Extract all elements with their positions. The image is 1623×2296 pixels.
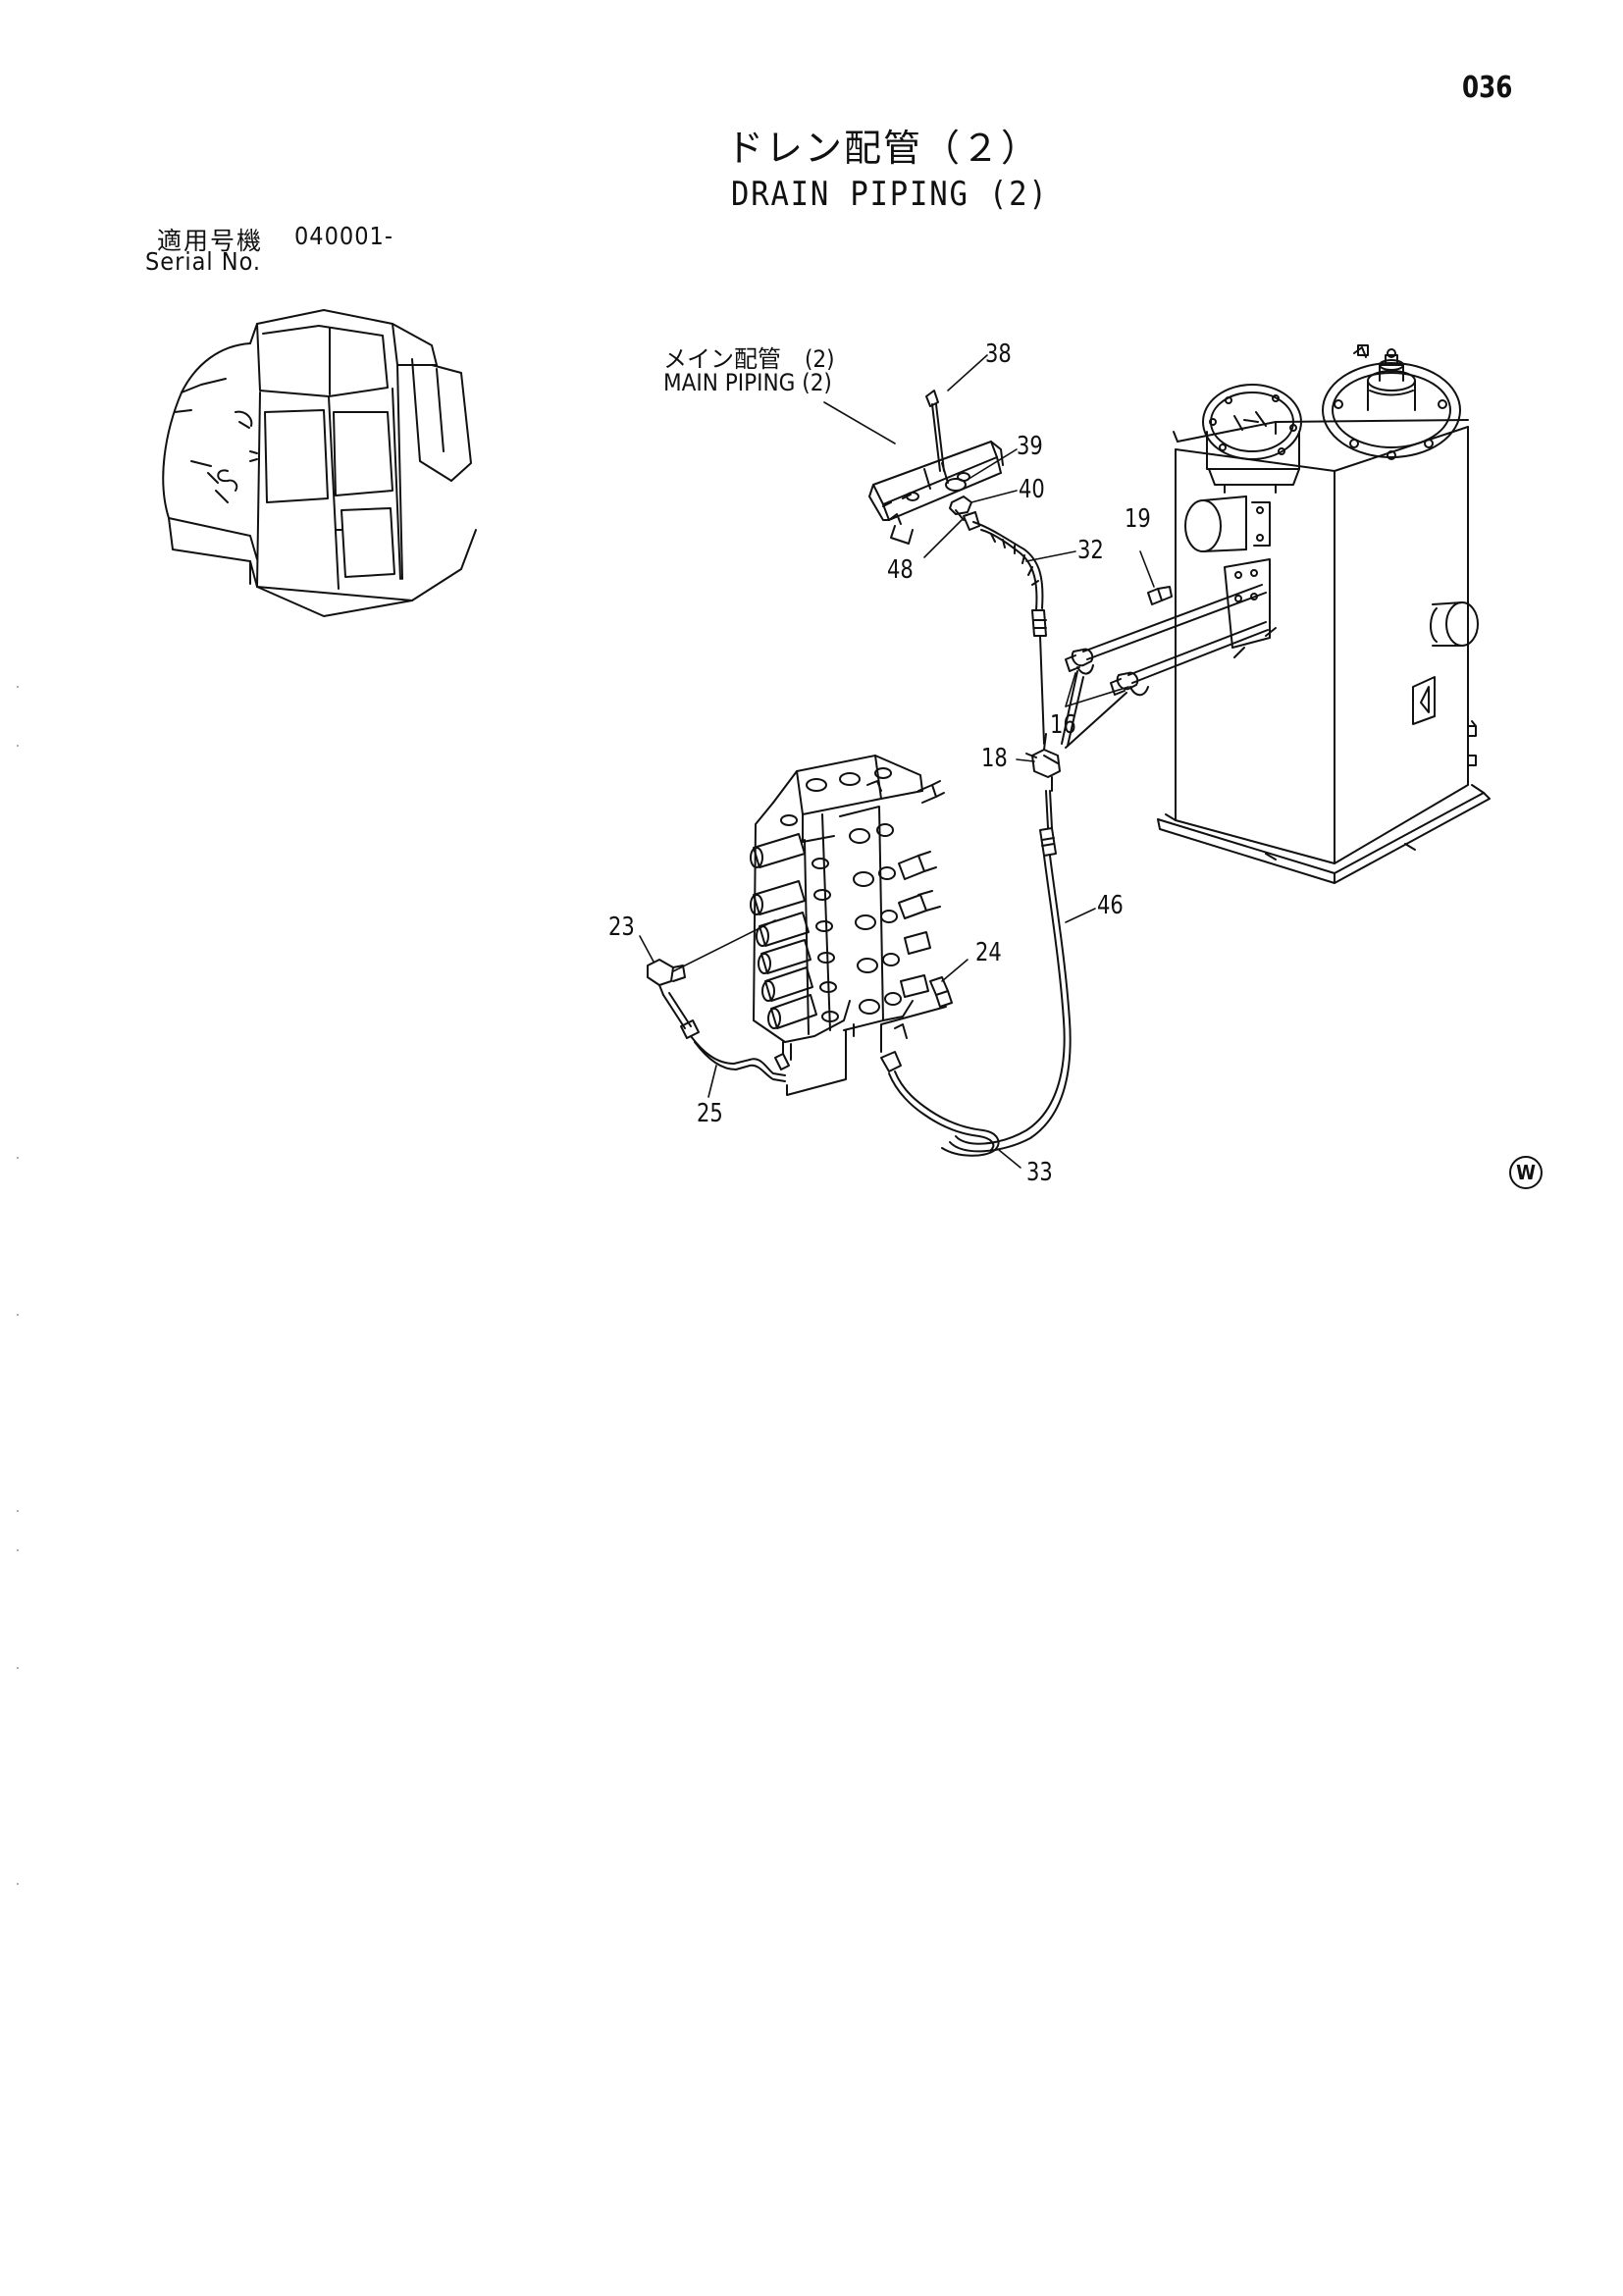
callout-40: 40 — [1019, 475, 1045, 504]
callout-23: 23 — [608, 913, 635, 942]
callout-39: 39 — [1017, 432, 1043, 461]
main-piping-label-jp: メイン配管 (2) — [663, 345, 835, 373]
w-mark-icon: W — [1509, 1156, 1543, 1189]
connector-24-33 — [854, 1007, 946, 1052]
callout-32: 32 — [1077, 536, 1104, 565]
callout-38: 38 — [985, 339, 1012, 369]
hose-32-drawing — [973, 522, 1046, 744]
hose-46-drawing — [950, 828, 1071, 1151]
callout-16: 16 — [1050, 710, 1076, 740]
callout-18: 18 — [981, 744, 1008, 773]
serial-label-en: Serial No. — [145, 247, 262, 276]
serial-number: 040001- — [294, 222, 393, 250]
hose-33-drawing — [881, 1052, 999, 1156]
page-title-en: DRAIN PIPING (2) — [731, 175, 1049, 214]
callout-24: 24 — [975, 938, 1002, 967]
callout-46: 46 — [1097, 891, 1124, 920]
page-number: 036 — [1462, 71, 1513, 105]
leader-lines — [640, 355, 1154, 1168]
tee-18-drawing — [1026, 734, 1060, 828]
drain-pipes-16 — [1062, 585, 1268, 748]
cab-locator-illustration — [163, 310, 476, 616]
pipe-25-drawing — [648, 960, 846, 1095]
callout-25: 25 — [697, 1099, 723, 1128]
bracket-drawing — [869, 391, 1003, 544]
callout-19: 19 — [1125, 504, 1151, 534]
callout-48: 48 — [887, 555, 914, 585]
callout-33: 33 — [1026, 1158, 1053, 1187]
page-title-jp: ドレン配管（２） — [726, 127, 1041, 170]
main-piping-label-en: MAIN PIPING (2) — [663, 369, 832, 396]
hydraulic-tank-drawing — [1158, 345, 1490, 883]
serial-label-jp: 適用号機 — [157, 227, 264, 255]
margin-specks — [17, 686, 19, 1885]
control-valve-drawing — [751, 756, 952, 1042]
